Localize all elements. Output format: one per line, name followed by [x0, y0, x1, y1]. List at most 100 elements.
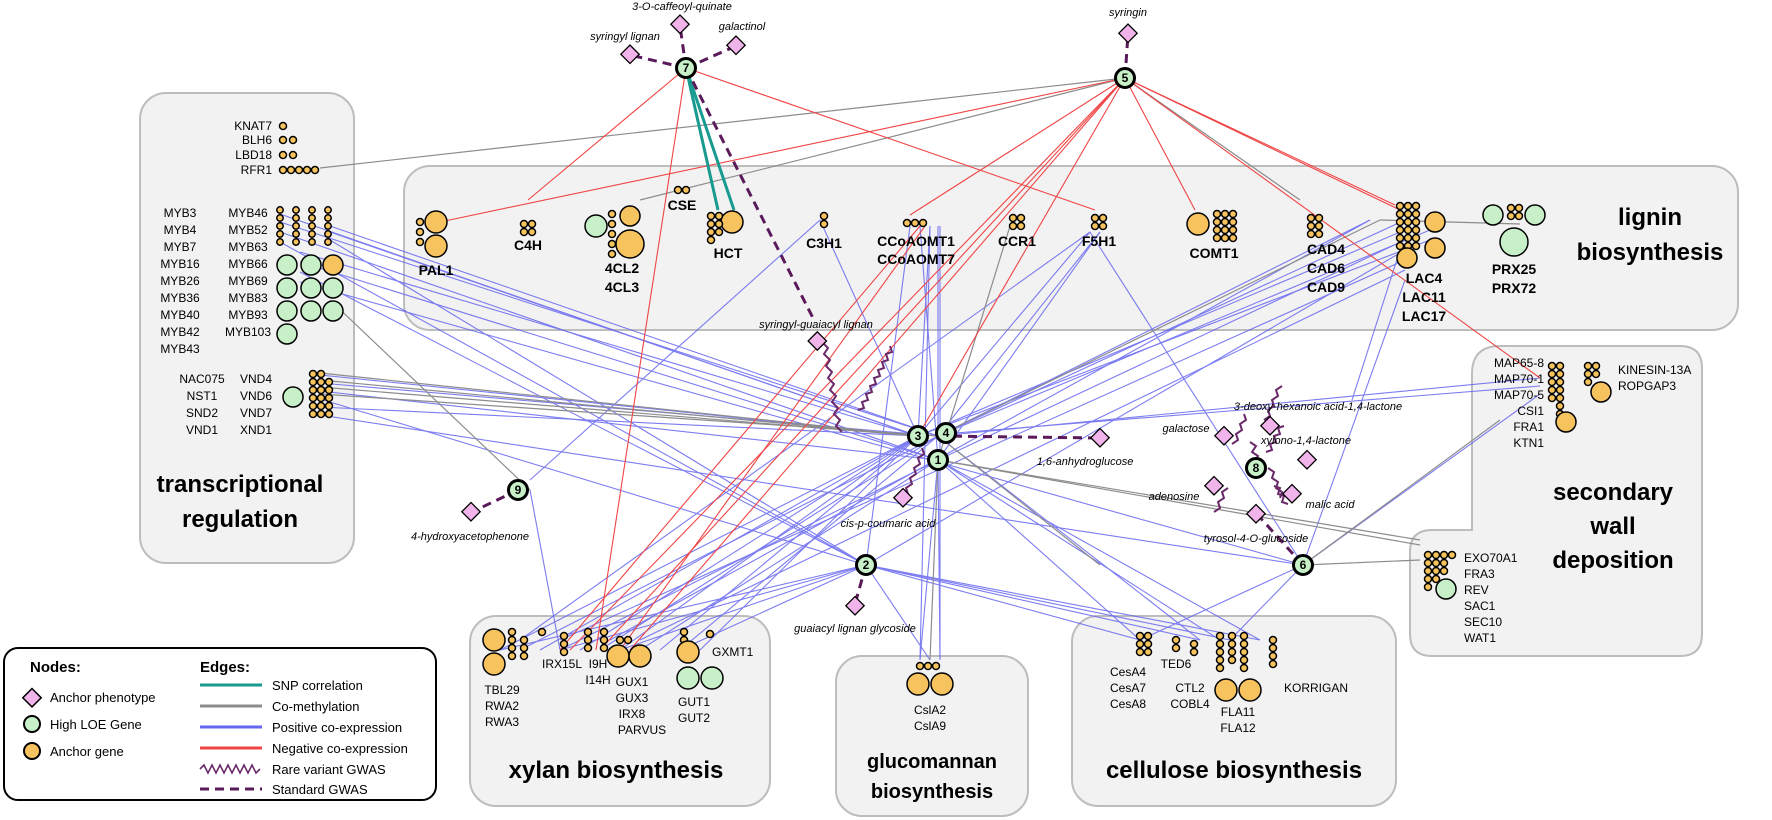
- gene-rev: REV: [1464, 583, 1489, 597]
- gene-wat1: WAT1: [1464, 631, 1496, 645]
- legend-negative: Negative co-expression: [272, 741, 408, 756]
- gene-vnd7: VND7: [240, 406, 272, 420]
- gene-fla11: FLA11: [1221, 705, 1256, 719]
- c4h-nodes: [519, 219, 537, 237]
- hub-6: 6: [1292, 554, 1314, 576]
- svg-text:4: 4: [943, 426, 950, 440]
- gene-4cl3: 4CL3: [605, 279, 639, 295]
- gene-ktn1: KTN1: [1513, 436, 1544, 450]
- gene-ropgap3: ROPGAP3: [1618, 379, 1676, 393]
- gene-fra3: FRA3: [1464, 567, 1495, 581]
- label-hydroxy: 4-hydroxyacetophenone: [411, 531, 529, 543]
- cellulose-biosynthesis-box: [1071, 615, 1397, 807]
- ccoaomt-nodes: [902, 218, 928, 228]
- snp-correlation-edges: [684, 67, 736, 211]
- phenotype-tyrosol: [1245, 503, 1267, 524]
- gene-csla2: CslA2: [914, 703, 946, 717]
- phenotype-caffeoyl: [669, 14, 691, 35]
- label-syringin: syringin: [1109, 7, 1147, 19]
- legend: Nodes: Edges: Anchor phenotype High LOE …: [3, 647, 437, 801]
- hub-7: 7: [675, 57, 697, 79]
- gene-myb103: MYB103: [225, 325, 271, 339]
- title-lignin-2: biosynthesis: [1577, 239, 1724, 266]
- legend-anchor-gene-icon: [23, 742, 41, 760]
- lignin-biosynthesis-box: [403, 165, 1739, 331]
- label-anhydro: 1,6-anhydroglucose: [1037, 456, 1134, 468]
- tf-top-dots: [278, 121, 320, 175]
- hub-8: 8: [1245, 457, 1267, 479]
- hub-4: 4: [935, 422, 957, 444]
- gene-ccr1: CCR1: [998, 233, 1036, 249]
- gene-lac11: LAC11: [1402, 289, 1446, 305]
- gene-kinesin: KINESIN-13A: [1618, 363, 1691, 377]
- legend-methylation: Co-methylation: [272, 699, 359, 714]
- label-malic: malic acid: [1306, 499, 1356, 511]
- gene-labels: KNAT7 BLH6 LBD18 RFR1 MYB3 MYB4 MYB7 MYB…: [160, 119, 1691, 737]
- gene-myb42: MYB42: [160, 325, 200, 339]
- phenotype-syringin: [1117, 23, 1139, 44]
- section-titles: transcriptional regulation lignin biosyn…: [157, 204, 1724, 803]
- title-glucomannan-2: biosynthesis: [871, 781, 993, 803]
- gene-lbd18: LBD18: [235, 148, 272, 162]
- svg-text:8: 8: [1253, 461, 1260, 475]
- gene-tbl29: TBL29: [484, 683, 520, 697]
- gene-csla9: CslA9: [914, 719, 946, 733]
- gene-map70-1: MAP70-1: [1494, 372, 1544, 386]
- hub-5: 5: [1114, 67, 1136, 89]
- legend-positive: Positive co-expression: [272, 720, 402, 735]
- legend-rare-variant: Rare variant GWAS: [272, 762, 386, 777]
- gene-cesa7: CesA7: [1110, 681, 1146, 695]
- label-guaiacyl-glycoside: guaiacyl lignan glycoside: [794, 623, 916, 635]
- gene-c4h: C4H: [514, 237, 542, 253]
- gene-rfr1: RFR1: [241, 163, 273, 177]
- hub-3: 3: [907, 425, 929, 447]
- gene-fra1: FRA1: [1513, 420, 1544, 434]
- myb-small-dots: [276, 206, 332, 246]
- svg-text:2: 2: [863, 558, 870, 572]
- label-galactose: galactose: [1162, 423, 1209, 435]
- gene-gux3: GUX3: [616, 691, 649, 705]
- gene-cad4: CAD4: [1307, 241, 1345, 257]
- phenotype-coumaric: [892, 487, 914, 508]
- svg-text:3: 3: [915, 429, 922, 443]
- title-secondary-1: secondary: [1553, 479, 1674, 506]
- gene-nst1: NST1: [187, 389, 218, 403]
- gene-vnd6: VND6: [240, 389, 272, 403]
- label-galactinol: galactinol: [719, 21, 766, 33]
- gene-myb4: MYB4: [164, 223, 197, 237]
- hub-1: 1: [927, 449, 949, 471]
- legend-box: [3, 647, 437, 801]
- gene-nac075: NAC075: [179, 372, 225, 386]
- gene-prx25: PRX25: [1492, 261, 1537, 277]
- label-syringyl: syringyl lignan: [590, 31, 660, 43]
- gene-irx8: IRX8: [619, 707, 646, 721]
- prx-nodes: [1482, 203, 1546, 257]
- svg-text:1: 1: [935, 453, 942, 467]
- gene-vnd4: VND4: [240, 372, 272, 386]
- legend-edges-title: Edges:: [200, 659, 250, 676]
- gene-sec10: SEC10: [1464, 615, 1502, 629]
- gene-rwa2: RWA2: [485, 699, 519, 713]
- legend-standard-gwas: Standard GWAS: [272, 782, 368, 797]
- phenotype-deoxy: [1259, 415, 1281, 436]
- gene-map65-8: MAP65-8: [1494, 356, 1544, 370]
- c3h-nodes: [819, 211, 829, 229]
- glucomannan-biosynthesis-box: [835, 655, 1029, 817]
- transcriptional-regulation-box: [139, 92, 355, 564]
- glucomannan-nodes: [906, 661, 954, 696]
- phenotype-guaiacyl-glycoside: [844, 595, 866, 616]
- f5h-nodes: [1090, 213, 1108, 231]
- label-adenosine: adenosine: [1149, 491, 1200, 503]
- exo-nodes: [1423, 550, 1457, 600]
- hub-2: 2: [855, 554, 877, 576]
- kinesin-nodes: [1583, 361, 1612, 403]
- phenotype-syringyl: [619, 44, 641, 65]
- svg-text:9: 9: [515, 483, 522, 497]
- svg-text:5: 5: [1122, 71, 1129, 85]
- gene-sac1: SAC1: [1464, 599, 1496, 613]
- phenotype-adenosine: [1203, 475, 1225, 496]
- phenotype-galactose: [1213, 425, 1235, 446]
- myb-large-nodes: [276, 254, 344, 345]
- gene-cad6: CAD6: [1307, 260, 1345, 276]
